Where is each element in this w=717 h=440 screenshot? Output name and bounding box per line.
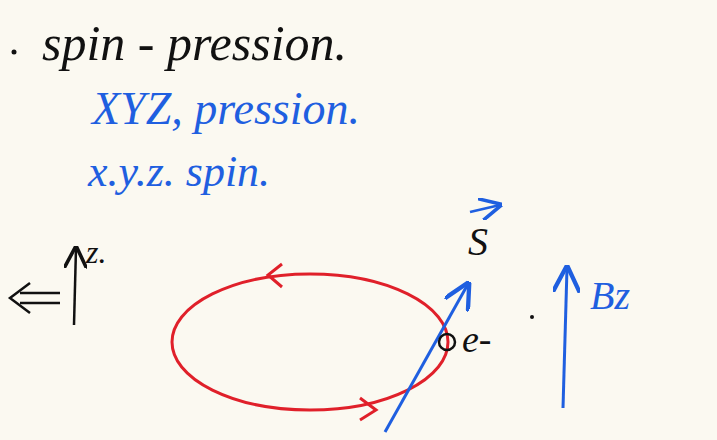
heading-note: spin - pression. xyxy=(42,18,347,68)
orbit-loop xyxy=(172,274,448,410)
equivalence-arrow xyxy=(10,283,60,313)
electron-label: e- xyxy=(462,320,492,358)
axis-label: z. xyxy=(86,236,106,268)
field-label: Bz xyxy=(590,276,630,316)
spin-vector xyxy=(385,284,468,432)
vector-label: S xyxy=(468,222,488,262)
bullet-dot xyxy=(12,50,17,55)
orbit-arrow xyxy=(268,264,282,287)
z-axis xyxy=(74,248,76,325)
field-arrow xyxy=(563,268,567,408)
dot-mark xyxy=(530,315,534,319)
electron-dot xyxy=(439,334,455,350)
note-line: XYZ, pression. xyxy=(92,86,360,132)
orbit-arrow xyxy=(360,398,376,420)
vector-mark xyxy=(470,205,500,212)
note-line: x.y.z. spin. xyxy=(88,150,270,194)
